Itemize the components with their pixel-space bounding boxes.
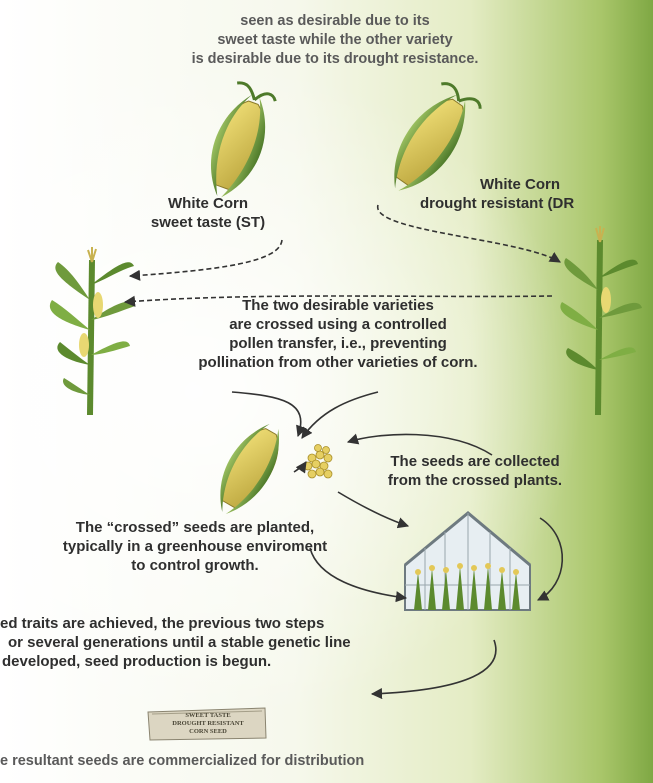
corn-ear-crossed-icon: [205, 415, 292, 523]
intro-line-1: seen as desirable due to its: [115, 12, 555, 31]
corn-plant-right-icon: [560, 226, 642, 415]
greenhouse-icon: [405, 513, 530, 610]
repeat-line-1: ed traits are achieved, the previous two…: [0, 614, 480, 633]
cross-line-4: pollination from other varieties of corn…: [138, 353, 538, 372]
seed-bag-line-1: SWEET TASTE: [160, 712, 256, 720]
final-step-text: e resultant seeds are commercialized for…: [0, 752, 600, 771]
repeat-step-text: ed traits are achieved, the previous two…: [0, 614, 480, 671]
arrow-sweet-to-left-plant: [130, 240, 282, 276]
seeds-line-1: The seeds are collected: [350, 452, 600, 471]
repeat-line-3: developed, seed production is begun.: [0, 652, 480, 671]
plant-step-text: The “crossed” seeds are planted, typical…: [20, 518, 370, 575]
arrow-greenhouse-loop: [538, 518, 562, 600]
cross-line-1: The two desirable varieties: [138, 296, 538, 315]
intro-line-2: sweet taste while the other variety: [115, 31, 555, 50]
plant-line-1: The “crossed” seeds are planted,: [20, 518, 370, 537]
seeds-step-text: The seeds are collected from the crossed…: [350, 452, 600, 490]
arrow-drought-to-right-plant: [378, 205, 560, 262]
label-sweet-line-1: White Corn: [118, 194, 298, 213]
label-sweet-line-2: sweet taste (ST): [118, 213, 298, 232]
label-drought-line-2: drought resistant (DR: [420, 194, 653, 213]
repeat-line-2: or several generations until a stable ge…: [0, 633, 480, 652]
cross-line-2: are crossed using a controlled: [138, 315, 538, 334]
cross-line-3: pollen transfer, i.e., preventing: [138, 334, 538, 353]
intro-text: seen as desirable due to its sweet taste…: [115, 12, 555, 69]
seed-bag-line-3: CORN SEED: [160, 728, 256, 736]
label-white-corn-drought-resistant: White Corn drought resistant (DR: [420, 175, 653, 213]
plant-line-3: to control growth.: [20, 556, 370, 575]
seed-bag-line-2: DROUGHT RESISTANT: [160, 720, 256, 728]
plant-line-2: typically in a greenhouse enviroment: [20, 537, 370, 556]
seeds-line-2: from the crossed plants.: [350, 471, 600, 490]
corn-plant-left-icon: [50, 247, 135, 415]
corn-ear-sweet-taste-icon: [197, 81, 281, 205]
cross-step-text: The two desirable varieties are crossed …: [138, 296, 538, 372]
label-white-corn-sweet-taste: White Corn sweet taste (ST): [118, 194, 298, 232]
seed-cluster-icon: [304, 445, 332, 479]
intro-line-3: is desirable due to its drought resistan…: [115, 50, 555, 69]
seed-bag-label: SWEET TASTE DROUGHT RESISTANT CORN SEED: [160, 712, 256, 736]
label-drought-line-1: White Corn: [420, 175, 653, 194]
arrow-right-plant-to-cross: [302, 392, 378, 438]
